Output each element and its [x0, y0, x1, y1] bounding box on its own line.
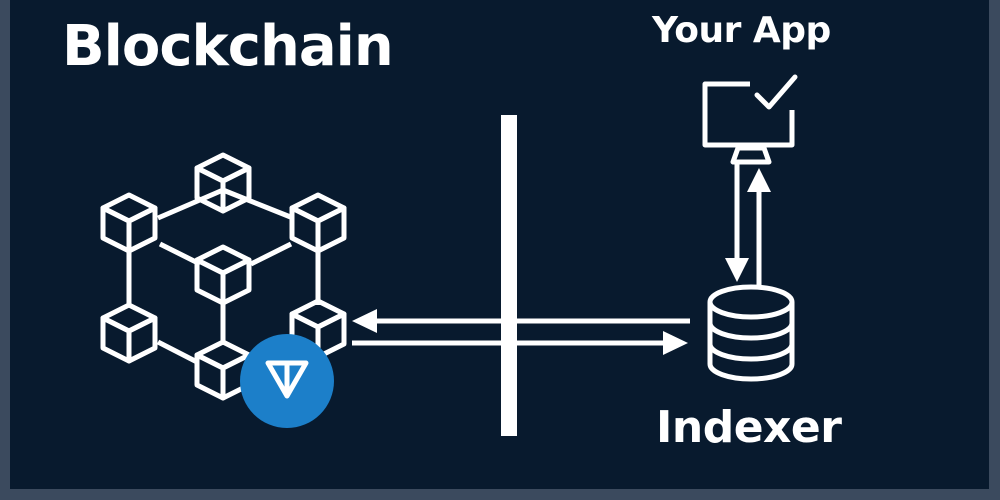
- arrow-indexer-to-blockchain: [352, 309, 690, 333]
- ton-logo-icon: [240, 334, 334, 428]
- indexer-label: Indexer: [656, 402, 842, 453]
- monitor-check-icon: [702, 74, 798, 165]
- arrow-indexer-to-app: [747, 168, 771, 286]
- blockchain-links: [126, 187, 321, 365]
- arrow-blockchain-to-indexer: [352, 331, 688, 355]
- arrow-app-to-indexer: [725, 164, 749, 282]
- cube-upper-left: [103, 195, 155, 251]
- blockchain-cubes-icon: [103, 155, 344, 398]
- blockchain-label: Blockchain: [62, 14, 394, 79]
- cube-center: [197, 247, 249, 303]
- cube-top: [197, 155, 249, 211]
- cube-lower-left: [103, 305, 155, 361]
- your-app-label: Your App: [652, 10, 831, 51]
- diagram-canvas: [10, 0, 989, 489]
- database-icon: [707, 284, 795, 382]
- cube-upper-right: [292, 195, 344, 251]
